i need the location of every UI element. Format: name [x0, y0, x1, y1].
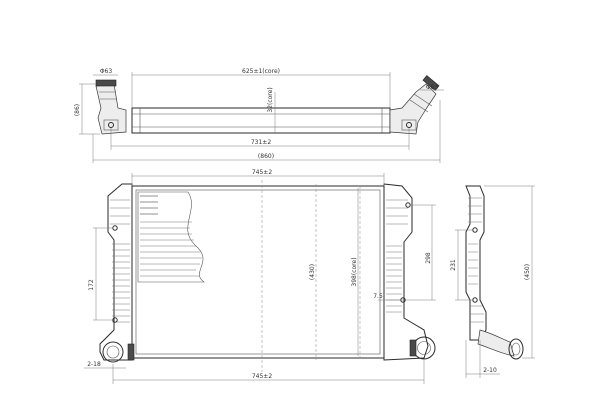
dim-front-width-top: 745±2: [252, 169, 272, 176]
top-core-outline: [131, 107, 391, 134]
side-view: 231 (450) 2-10: [450, 185, 535, 378]
front-right-upper-bolt: [405, 202, 411, 208]
right-mount-bolt: [406, 122, 412, 128]
dim-front-height-right: 298: [425, 252, 432, 264]
left-tank-fins: [110, 199, 130, 323]
dim-pitch-width: 731±2: [251, 139, 271, 146]
front-core: [131, 185, 385, 359]
left-port: [102, 341, 124, 363]
core-cutaway: [137, 191, 205, 283]
right-pipe-flange: [422, 75, 440, 91]
front-left-upper-bolt: [112, 225, 118, 231]
dim-top-height-core: 32(core): [267, 87, 274, 112]
front-left-lower-bolt: [112, 317, 118, 323]
top-view: 625±1(core) Φ63 Φ63 (86) 32(core) 731±2 …: [74, 68, 444, 163]
dim-core-length: 625±1(core): [242, 68, 280, 75]
dim-side-height-inner: 231: [450, 259, 457, 271]
dim-overall-width: (860): [258, 153, 274, 160]
dim-front-offset: 7.5: [373, 293, 383, 300]
front-view: 745±2 745±2 (430) 398(core) 298 172 7.5 …: [84, 169, 436, 384]
right-tank-fins: [386, 199, 408, 313]
side-outlet-pipe: [477, 329, 515, 357]
side-body: [465, 185, 487, 341]
right-port-clamp: [409, 339, 417, 357]
dim-front-height-left: 172: [88, 279, 95, 291]
side-pipe-end: [508, 338, 524, 360]
dim-side-hole: 2-10: [483, 367, 497, 374]
left-tank: [99, 183, 133, 361]
dim-side-height-total: (450): [524, 264, 531, 280]
core-cutaway-fins: [140, 195, 202, 277]
dim-front-height-core: 398(core): [351, 257, 358, 286]
dim-left-diameter: Φ63: [100, 68, 113, 75]
right-outlet-pipe: [389, 83, 437, 135]
side-fins: [468, 197, 484, 323]
left-inlet-pipe: [95, 83, 127, 135]
dim-right-diameter: Φ63: [426, 84, 439, 91]
right-tank: [383, 183, 429, 361]
dim-front-width-bottom: 745±2: [252, 373, 272, 380]
dim-front-hole: 2-18: [87, 361, 101, 368]
left-mount-bolt: [108, 122, 114, 128]
left-pipe-flange: [95, 79, 117, 87]
left-port-clamp: [127, 343, 135, 361]
dim-top-height-total: (86): [74, 104, 81, 116]
dim-front-height-total: (430): [309, 264, 316, 280]
